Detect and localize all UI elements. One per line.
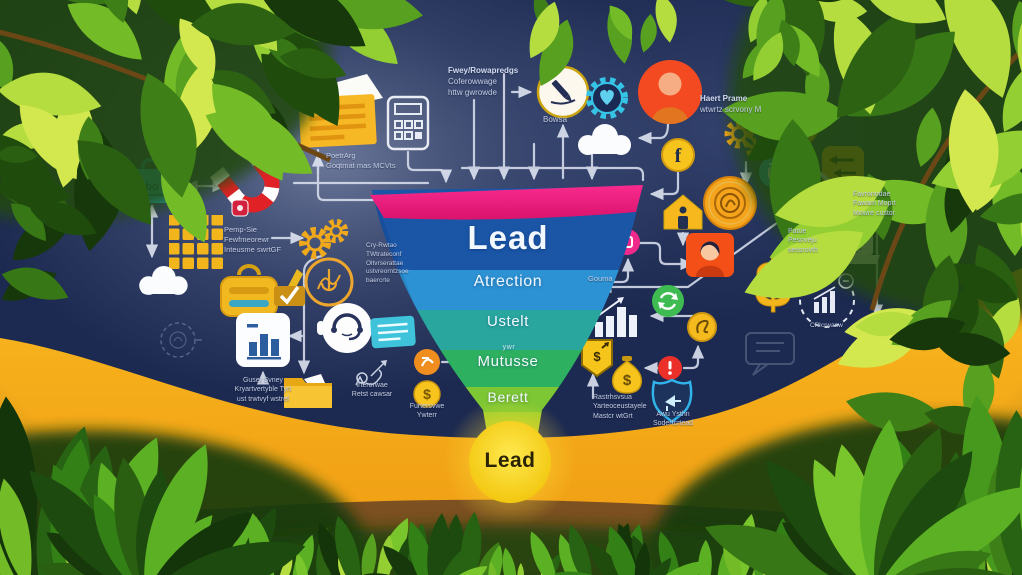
- leaf: [10, 203, 46, 242]
- leaf: [502, 547, 517, 575]
- leaf: [529, 1, 560, 59]
- leaf: [774, 175, 886, 228]
- leaf: [539, 19, 574, 86]
- leaf: [191, 3, 296, 46]
- leaf: [779, 19, 800, 67]
- leaf: [979, 192, 1022, 225]
- leaf: [608, 526, 641, 575]
- leaf: [640, 561, 708, 575]
- leaf: [950, 263, 1018, 304]
- leaf: [634, 542, 650, 575]
- leaf: [530, 531, 558, 575]
- leaf: [179, 18, 216, 80]
- leaf: [0, 31, 14, 94]
- leaf: [1, 267, 69, 300]
- leaf: [488, 561, 498, 575]
- leaf: [279, 48, 347, 79]
- leaf: [744, 230, 864, 299]
- leaf: [335, 515, 361, 575]
- leaf: [261, 53, 315, 118]
- leaf: [474, 542, 500, 575]
- leaf: [916, 107, 942, 167]
- leaf: [97, 0, 129, 23]
- leaf: [67, 3, 142, 60]
- leaf: [19, 104, 78, 180]
- leaf: [0, 482, 15, 575]
- leaf: [435, 539, 479, 575]
- leaf: [944, 0, 1011, 98]
- leaf: [113, 0, 142, 15]
- leaf: [383, 545, 435, 575]
- leaf: [640, 13, 657, 53]
- leaf: [144, 444, 208, 575]
- leaf: [30, 202, 97, 236]
- leaf: [278, 555, 293, 575]
- leaf: [836, 8, 916, 118]
- leaf: [295, 552, 309, 575]
- leaf: [205, 109, 313, 174]
- leaf: [889, 317, 966, 351]
- leaf: [846, 392, 941, 432]
- leaf: [756, 0, 786, 54]
- leaf: [753, 32, 784, 81]
- leaf: [558, 533, 579, 575]
- leaf: [427, 512, 450, 575]
- leaf: [655, 0, 677, 43]
- leaf: [0, 478, 32, 575]
- leaf: [0, 172, 72, 205]
- leaf: [140, 73, 197, 198]
- leaf: [854, 311, 914, 337]
- leaf: [0, 145, 39, 163]
- leaf: [0, 72, 102, 116]
- leaf: [361, 533, 377, 575]
- leaf: [517, 563, 524, 575]
- leaf: [1002, 63, 1022, 132]
- leaf: [609, 5, 633, 41]
- leaf: [948, 89, 999, 213]
- leaf: [931, 332, 1011, 366]
- leaf: [875, 450, 973, 575]
- leaf: [408, 520, 436, 575]
- leaf: [145, 512, 253, 575]
- leaf: [851, 0, 946, 24]
- leaf: [705, 524, 875, 575]
- leaf: [318, 522, 345, 575]
- leaf: [77, 140, 151, 225]
- leaf: [859, 419, 904, 575]
- leaf: [145, 541, 306, 575]
- leaf: [257, 0, 366, 47]
- leaf: [38, 562, 145, 575]
- leaf: [640, 557, 672, 575]
- leaf: [318, 551, 330, 575]
- leaf: [698, 539, 712, 575]
- leaf: [587, 542, 640, 575]
